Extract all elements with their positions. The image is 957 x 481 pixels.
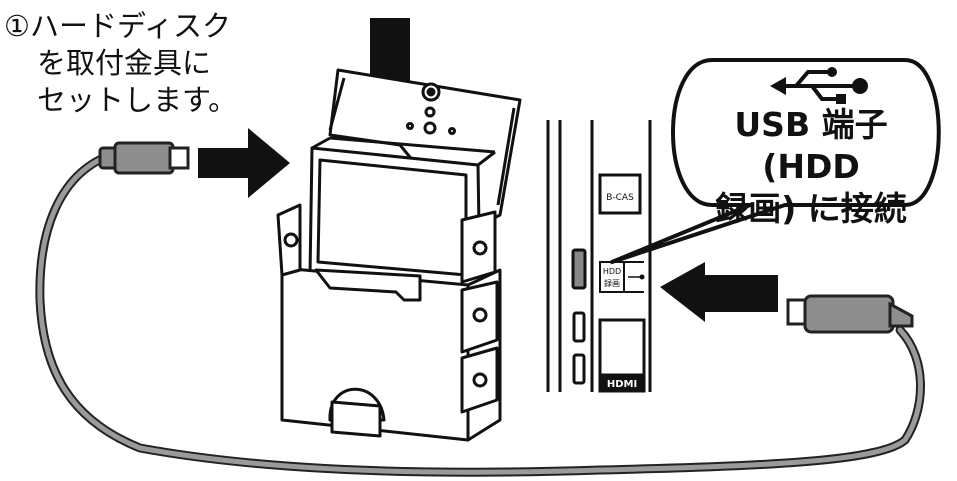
tv-side-panel xyxy=(546,120,652,393)
usb-symbol-icon xyxy=(770,67,868,104)
hdd-port-label-bottom: 録画 xyxy=(604,278,620,288)
arrow-left-to-port xyxy=(660,262,778,322)
bcas-label: B-CAS xyxy=(606,193,634,203)
arrow-right-to-hdd xyxy=(198,128,290,198)
callout-bubble xyxy=(610,58,941,264)
hdd-port-label-top: HDD xyxy=(603,267,621,276)
hdd-bracket xyxy=(276,68,522,442)
instruction-line-3: セットします。 xyxy=(37,83,238,117)
instruction-text: ①ハードディスク を取付金具に セットします。 xyxy=(4,8,274,119)
instruction-line-2: を取付金具に xyxy=(37,46,212,80)
usb-cable xyxy=(35,151,925,477)
usb-symbol-small-icon xyxy=(628,274,645,280)
callout-line-2: 録画) に接続 xyxy=(715,189,907,228)
callout-text: USB 端子 (HDD 録画) に接続 xyxy=(680,104,942,230)
hdmi-label: HDMI xyxy=(607,379,637,390)
callout-line-1: USB 端子 (HDD xyxy=(734,105,888,186)
usb-plug-right xyxy=(786,294,914,334)
instruction-line-1: ①ハードディスク xyxy=(4,9,231,43)
usb-plug-left xyxy=(98,141,190,175)
tv-panel-labels: B-CAS HDD 録画 HDMI xyxy=(603,193,637,390)
